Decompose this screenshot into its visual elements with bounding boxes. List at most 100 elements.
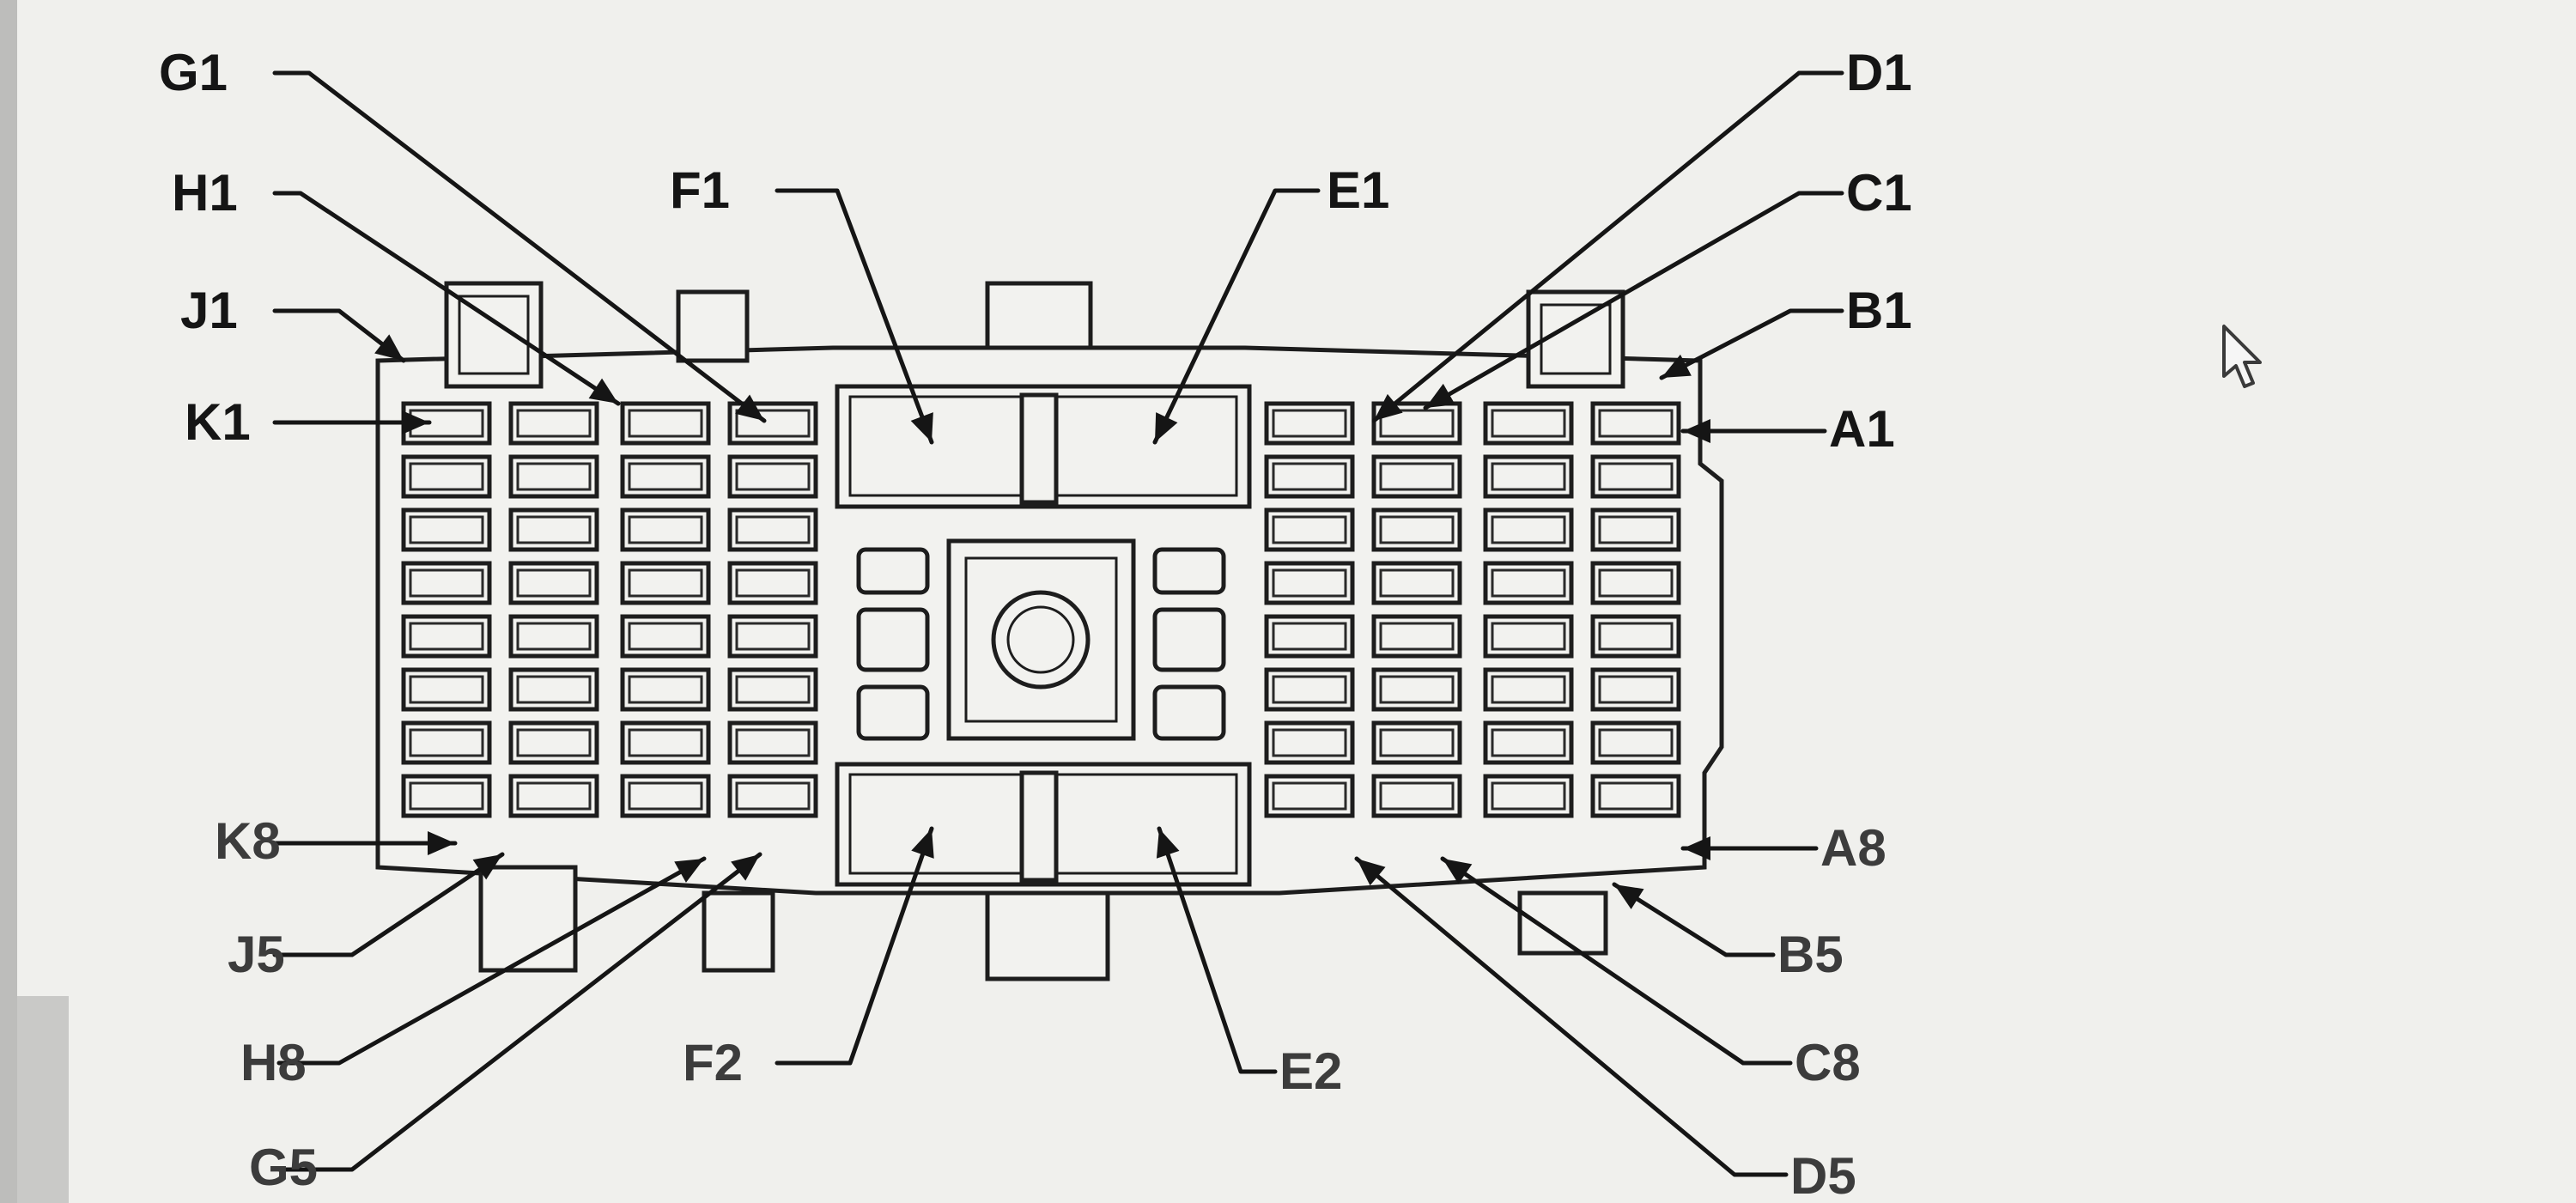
fuse-slot-left-inner xyxy=(628,675,703,704)
label-c1: C1 xyxy=(1846,164,1912,222)
callout-labels: G1 H1 J1 K1 F1 E1 D1 C1 B1 A1 K8 J5 H8 G… xyxy=(159,44,1912,1203)
fuse-slot-right-inner xyxy=(1379,515,1455,544)
label-b5: B5 xyxy=(1777,926,1844,983)
label-k1: K1 xyxy=(185,393,251,451)
leader-d1 xyxy=(1371,70,1844,423)
label-b1: B1 xyxy=(1846,282,1912,339)
leader-h1 xyxy=(272,191,621,406)
fuse-slot-left-inner xyxy=(516,675,592,704)
leader-e1 xyxy=(1152,188,1321,445)
bottom-tab xyxy=(985,890,1110,981)
label-a1: A1 xyxy=(1829,400,1895,458)
arrowhead-icon xyxy=(1683,419,1710,443)
arrowhead-icon xyxy=(1374,393,1403,421)
arrowhead-icon xyxy=(428,831,455,855)
fuse-slot-left-inner xyxy=(628,462,703,491)
arrowhead-icon xyxy=(1662,354,1692,378)
relay-bottom-left xyxy=(478,865,578,973)
fuse-slot-right-inner xyxy=(1598,515,1674,544)
leader-g5 xyxy=(276,852,762,1172)
arrowhead-icon xyxy=(1683,836,1710,860)
fuse-slot-right-inner xyxy=(1491,409,1566,438)
relay-top-mid-left xyxy=(676,289,750,363)
fuse-slot-right-inner xyxy=(1272,515,1347,544)
arrowhead-icon xyxy=(910,412,933,442)
fuse-slot-left-inner xyxy=(628,728,703,757)
arrowhead-icon xyxy=(674,859,704,883)
fuse-slot-left-inner xyxy=(516,622,592,651)
arrowhead-icon xyxy=(472,854,502,880)
arrowhead-icon xyxy=(911,829,934,859)
fuse-slot-right-inner xyxy=(1379,728,1455,757)
fuse-slot-right-inner xyxy=(1598,675,1674,704)
arrowheads xyxy=(374,334,1710,909)
fuse-slot-left-inner xyxy=(409,568,484,598)
arrowhead-icon xyxy=(735,394,764,421)
fuse-slot-left-inner xyxy=(409,515,484,544)
fuse-slot-left-inner xyxy=(735,781,811,811)
fuse-slot-left-inner xyxy=(735,675,811,704)
fuse-slot-left-inner xyxy=(628,515,703,544)
label-g1: G1 xyxy=(159,44,228,101)
fuse-slot-right-inner xyxy=(1272,622,1347,651)
fuse-slot-right-inner xyxy=(1379,568,1455,598)
fuse-slot-right-inner xyxy=(1491,622,1566,651)
label-f2: F2 xyxy=(683,1034,743,1091)
mouse-pointer-icon xyxy=(2222,325,2262,388)
leader-b1 xyxy=(1659,308,1844,380)
fuse-slot-right-inner xyxy=(1598,568,1674,598)
fuse-slot-left-inner xyxy=(735,462,811,491)
arrowhead-icon xyxy=(588,378,618,404)
label-h8: H8 xyxy=(240,1034,307,1091)
fuse-slot-left-inner xyxy=(516,515,592,544)
label-j1: J1 xyxy=(180,282,238,339)
fuse-slot-left-inner xyxy=(628,622,703,651)
leader-b5 xyxy=(1612,882,1776,957)
arrowhead-icon xyxy=(731,854,760,881)
fuse-slot-right-inner xyxy=(1491,462,1566,491)
fuse-slot-right-inner xyxy=(1598,462,1674,491)
fuse-slot-left-inner xyxy=(735,515,811,544)
fuse-slot-left-inner xyxy=(409,781,484,811)
leader-d5 xyxy=(1354,856,1789,1177)
fuse-slot-right-inner xyxy=(1491,675,1566,704)
fuse-slot-right-inner xyxy=(1379,409,1455,438)
fuse-slot-right-inner xyxy=(1272,728,1347,757)
top-tab xyxy=(985,281,1093,350)
leader-e2 xyxy=(1157,826,1278,1074)
right-fuse-bank xyxy=(1264,401,1681,818)
fuse-slot-right-inner xyxy=(1491,515,1566,544)
fuse-slot-right-inner xyxy=(1272,675,1347,704)
arrowhead-icon xyxy=(1614,884,1644,909)
leader-lines xyxy=(272,70,1844,1177)
leader-c1 xyxy=(1423,191,1844,410)
leader-f2 xyxy=(775,826,934,1066)
label-c8: C8 xyxy=(1795,1034,1861,1091)
fuse-slot-left-inner xyxy=(409,728,484,757)
label-h1: H1 xyxy=(172,164,238,222)
label-e1: E1 xyxy=(1327,161,1389,219)
leader-h8 xyxy=(276,856,707,1066)
fuse-slot-right-inner xyxy=(1379,622,1455,651)
arrowhead-icon xyxy=(1425,383,1455,408)
screen-shadow xyxy=(17,996,69,1203)
fuse-slot-right-inner xyxy=(1598,622,1674,651)
fuse-slot-right-inner xyxy=(1272,781,1347,811)
fuse-slot-right-inner xyxy=(1598,728,1674,757)
leader-f1 xyxy=(775,188,934,445)
fuse-slot-right-inner xyxy=(1272,462,1347,491)
fuse-slot-left-inner xyxy=(516,568,592,598)
fuse-slot-left-inner xyxy=(735,728,811,757)
relay-bottom-mid-left xyxy=(702,890,775,973)
label-e2: E2 xyxy=(1279,1042,1342,1100)
arrowhead-icon xyxy=(1357,859,1386,886)
fuse-slot-left-inner xyxy=(409,675,484,704)
leader-c8 xyxy=(1440,856,1793,1066)
fuse-slot-left-inner xyxy=(628,568,703,598)
fuse-slot-left-inner xyxy=(628,781,703,811)
fuse-slot-right-inner xyxy=(1491,781,1566,811)
arrowhead-icon xyxy=(374,334,404,361)
fuse-slot-right-inner xyxy=(1379,675,1455,704)
label-j5: J5 xyxy=(228,926,285,983)
arrowhead-icon xyxy=(402,410,429,434)
